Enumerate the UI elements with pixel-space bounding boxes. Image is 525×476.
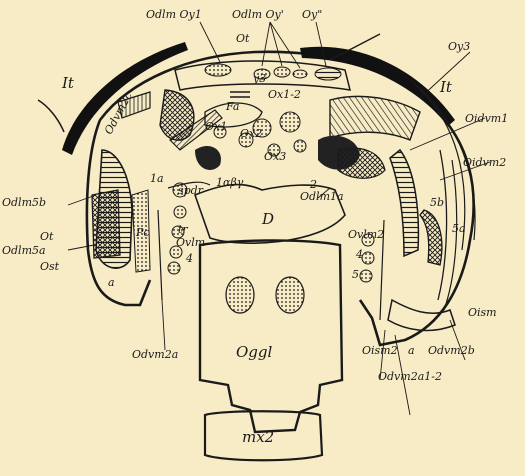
label-odlm5b: Odlm5b	[2, 196, 46, 209]
oy-prime-bundle-2	[274, 67, 290, 77]
oy-double-prime-bundle	[315, 68, 341, 80]
right-upper-muscle	[330, 96, 420, 140]
label-ovlm2: Ovlm2	[348, 228, 384, 241]
label-it-left: It	[61, 74, 75, 92]
label-ovlm: Ovlm	[176, 236, 205, 249]
label-ot-left: Ot	[40, 230, 54, 243]
label-oism: Oism	[468, 306, 497, 319]
label-a-left: a	[108, 276, 115, 289]
oism-region	[388, 300, 455, 330]
label-odlm-oy1: Odlm Oy1	[146, 8, 202, 21]
ox-small	[294, 140, 306, 152]
label-oism2: Oism2	[362, 344, 398, 357]
label-pc: Pc	[135, 226, 150, 239]
right-cross-block	[420, 210, 442, 265]
right-ventral-circle-2	[362, 252, 374, 264]
right-lateral-wall	[390, 150, 418, 256]
label-four-left: 4	[185, 252, 193, 265]
label-alpha-beta-gamma: 1αβγ	[216, 176, 244, 189]
label-odlm-oy-prime: Odlm Oy'	[232, 8, 284, 21]
left-ventral-circle-1	[174, 206, 186, 218]
label-ox12: Ox1-2	[268, 88, 301, 101]
label-four-right: 4	[355, 248, 363, 261]
oy1-bundle	[205, 64, 231, 76]
left-black-blob	[195, 146, 221, 170]
left-ventral-circle-4	[168, 262, 180, 274]
label-spdr: spdr	[178, 184, 204, 197]
label-one-a: 1a	[150, 172, 164, 185]
label-ox3: Ox3	[264, 150, 286, 163]
label-it-right: It	[439, 78, 453, 96]
label-ot-top: Ot	[236, 32, 250, 45]
label-oidvm1: Oidvm1	[465, 112, 508, 125]
odlm5-cross-block	[92, 190, 120, 258]
label-mx2: mx2	[242, 428, 274, 446]
label-oy3: Oy3	[448, 40, 470, 53]
oy-prime-bundle-3	[293, 70, 307, 78]
right-ventral-circle-3	[360, 270, 372, 282]
label-odvm2a12: Odvm2a1-2	[378, 370, 442, 383]
label-ox1: Ox1	[205, 120, 227, 133]
label-odvm2a: Odvm2a	[132, 348, 178, 361]
label-a-right: a	[408, 344, 415, 357]
label-odvm2b: Odvm2b	[428, 344, 475, 357]
oggl-lobe-left	[226, 277, 254, 313]
right-hatched-mass	[338, 148, 385, 178]
label-oggl: Oggl	[236, 343, 273, 361]
label-ox2: Ox2	[240, 127, 262, 140]
label-oidvm2: Oidvm2	[463, 156, 506, 169]
label-odlm1a: Odlm1a	[300, 190, 344, 203]
label-tr: tr	[178, 223, 188, 236]
label-oy-double-prime: Oy"	[302, 8, 322, 21]
label-five: 5	[352, 268, 359, 281]
label-five-a: 5a	[452, 222, 466, 235]
label-y3: y3	[252, 72, 266, 85]
oggl-lobe-right	[276, 277, 304, 313]
ox1-2-right	[280, 112, 300, 132]
oggl-body	[200, 240, 342, 432]
label-d: D	[261, 210, 274, 228]
label-odlm5a: Odlm5a	[2, 244, 46, 257]
label-five-b: 5b	[430, 196, 444, 209]
label-fa: Fa	[225, 100, 239, 113]
label-ost: Ost	[40, 260, 60, 273]
